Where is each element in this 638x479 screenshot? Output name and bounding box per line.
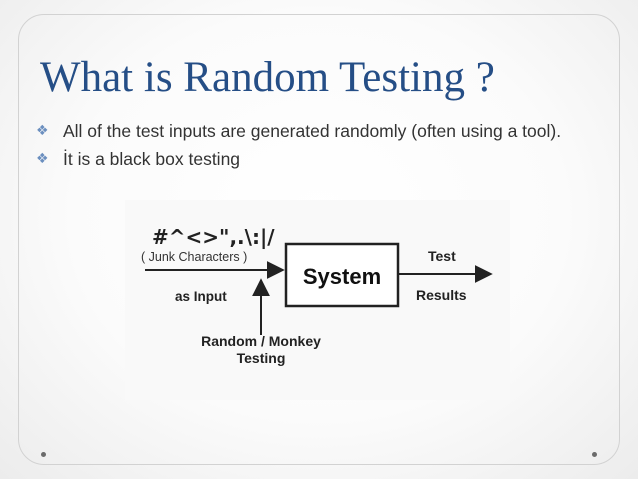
corner-dot-right (592, 452, 597, 457)
diamond-bullet-icon: ❖ (36, 151, 49, 167)
system-label: System (303, 264, 381, 289)
random-monkey-label: Random / Monkey (201, 333, 321, 349)
diamond-bullet-icon: ❖ (36, 123, 49, 139)
bullet-item: ❖ All of the test inputs are generated r… (36, 120, 611, 143)
bullet-item: ❖ İt is a black box testing (36, 148, 611, 171)
bullet-text: All of the test inputs are generated ran… (63, 121, 562, 141)
results-label: Results (416, 287, 467, 303)
random-testing-diagram: #^<>",.\:|/ ( Junk Characters ) as Input… (125, 200, 510, 400)
testing-label: Testing (237, 350, 286, 366)
corner-dot-left (41, 452, 46, 457)
junk-characters-caption: ( Junk Characters ) (141, 250, 247, 264)
bullet-list: ❖ All of the test inputs are generated r… (36, 120, 611, 176)
as-input-label: as Input (175, 289, 227, 304)
test-label: Test (428, 248, 456, 264)
system-box (284, 242, 400, 308)
diagram-svg: #^<>",.\:|/ ( Junk Characters ) as Input… (141, 225, 493, 366)
slide-title: What is Random Testing ? (40, 54, 495, 101)
junk-characters-glyphs: #^<>",.\:|/ (152, 225, 275, 249)
bullet-text: İt is a black box testing (63, 149, 241, 169)
